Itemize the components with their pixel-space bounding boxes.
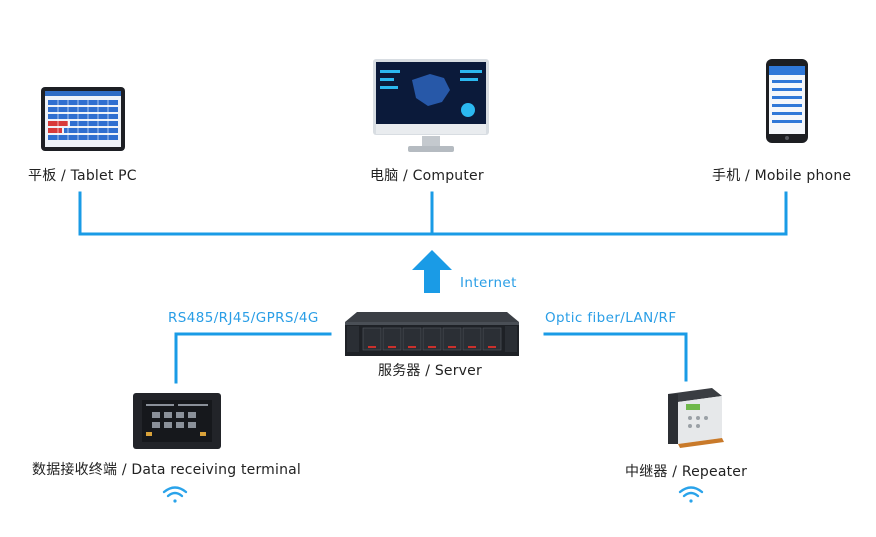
tablet-icon — [40, 86, 126, 156]
repeater-box-icon — [664, 386, 728, 454]
right-link-line — [543, 332, 688, 382]
smartphone-icon — [765, 58, 809, 148]
touch-panel-icon — [132, 392, 222, 454]
wifi-icon — [678, 486, 704, 503]
left-link-line — [174, 332, 332, 384]
repeater-label: 中继器 / Repeater — [625, 464, 748, 480]
computer-label: 电脑 / Computer — [370, 168, 484, 184]
internet-label: Internet — [460, 275, 517, 291]
rack-server-icon — [343, 310, 521, 364]
monitor-icon — [372, 58, 490, 160]
tablet-label: 平板 / Tablet PC — [28, 168, 137, 184]
internet-arrow — [412, 250, 452, 293]
right-link-label: Optic fiber/LAN/RF — [545, 310, 677, 326]
terminal-label: 数据接收终端 / Data receiving terminal — [32, 462, 302, 478]
left-link-label: RS485/RJ45/GPRS/4G — [168, 310, 319, 326]
server-label: 服务器 / Server — [378, 363, 482, 379]
wifi-icon — [162, 486, 188, 503]
mobile-label: 手机 / Mobile phone — [712, 168, 852, 184]
